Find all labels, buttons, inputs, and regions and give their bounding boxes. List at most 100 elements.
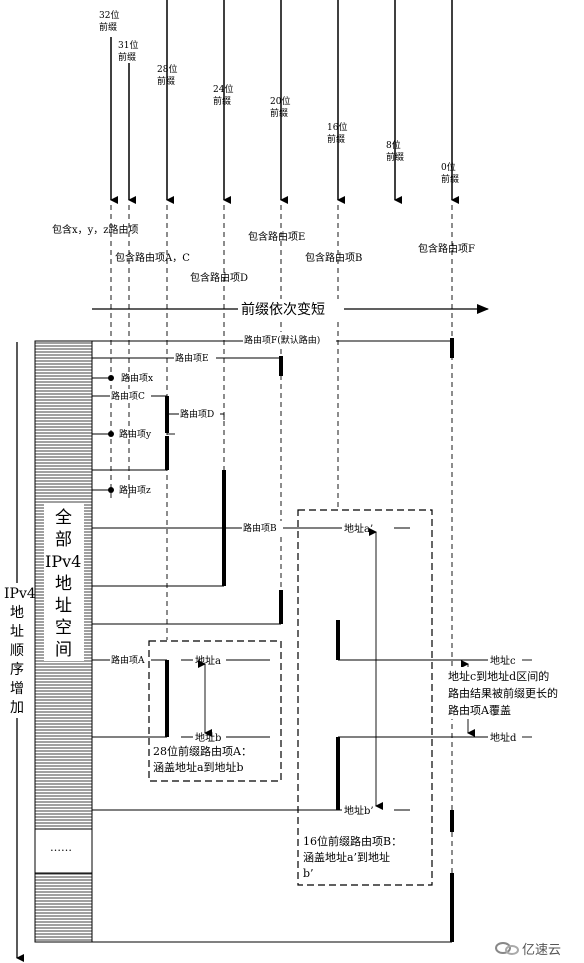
route-x-dot — [108, 375, 114, 381]
route-f-label-bg — [243, 332, 336, 346]
watermark: 亿速云 — [495, 942, 561, 958]
left-axis-char-5: 增 — [10, 681, 24, 697]
prefix-label-16-unit: 前缀 — [327, 133, 345, 145]
box-a-text-0: 28位前缀路由项A： — [153, 744, 252, 758]
left-axis-label: IPv4 地 址 顺 序 增 加 — [4, 586, 36, 716]
box-a: 地址a 地址b 28位前缀路由项A： 涵盖地址a到地址b — [148, 640, 282, 782]
route-d-label-bg — [179, 407, 220, 420]
route-f-label: 路由项F(默认路由) — [244, 334, 320, 346]
prefix-shorter-bg — [238, 299, 344, 319]
box-b-text-0: 16位前缀路由项B： — [303, 834, 402, 848]
note-cd-1: 路由结果被前缀更长的 — [448, 686, 558, 700]
route-b-label-bg — [242, 521, 283, 534]
route-e-label-bg — [174, 351, 216, 364]
address-a-prime-label: 地址a’ — [344, 522, 373, 535]
address-space-char-6: 间 — [55, 640, 72, 660]
watermark-logo-icon — [495, 942, 519, 955]
box-a-frame — [148, 640, 282, 782]
route-d-label: 路由项D — [180, 408, 214, 420]
contains-f: 包含路由项F — [418, 242, 475, 255]
prefix-label-31-bits: 31位 — [118, 39, 138, 51]
route-a-label: 路由项A — [111, 654, 145, 666]
address-space-char-4: 址 — [55, 596, 72, 616]
prefix-label-8-bits: 8位 — [386, 139, 401, 151]
prefix-label-31-unit: 前缀 — [118, 51, 136, 63]
prefix-label-28-unit: 前缀 — [157, 75, 175, 87]
address-space-label-bg — [44, 503, 84, 661]
left-axis-char-4: 序 — [10, 662, 24, 678]
route-a-label-bg — [110, 653, 151, 666]
contains-labels: 包含x，y，z路由项 包含路由项A，C 包含路由项D 包含路由项E 包含路由项B… — [52, 223, 475, 284]
address-a-label: 地址a — [195, 654, 221, 667]
address-space-char-3: 地 — [55, 574, 72, 594]
address-space-char-2: IPv4 — [45, 552, 81, 571]
address-space-char-5: 空 — [55, 618, 72, 638]
address-d-label: 地址d — [490, 731, 517, 744]
address-space-lower — [34, 872, 93, 943]
contains-xyz: 包含x，y，z路由项 — [52, 223, 139, 236]
route-d: 路由项D — [167, 407, 226, 490]
prefix-label-0-unit: 前缀 — [441, 173, 459, 185]
route-e: 路由项E — [92, 351, 283, 625]
route-f: 路由项F(默认路由) — [92, 332, 454, 943]
route-z-dot — [108, 487, 114, 493]
prefix-label-28-bits: 28位 — [157, 63, 177, 75]
address-cd: 地址c 地址d 地址c到地址d区间的 路由结果被前缀更长的 路由项A覆盖 — [338, 653, 584, 744]
box-b-text-2: b’ — [303, 867, 314, 880]
contains-e: 包含路由项E — [248, 230, 305, 243]
prefix-label-8-unit: 前缀 — [386, 151, 404, 163]
box-a-text-1: 涵盖地址a到地址b — [153, 760, 244, 774]
prefix-label-16-bits: 16位 — [327, 121, 347, 133]
prefix-label-0-bits: 0位 — [441, 161, 456, 173]
dashed-guides — [110, 205, 453, 930]
address-space: …… 全 部 IPv4 地 址 空 间 — [34, 340, 93, 943]
route-z-label: 路由项z — [119, 484, 151, 496]
left-axis-char-2: 址 — [10, 624, 24, 640]
address-b-prime-label: 地址b’ — [344, 804, 374, 817]
prefix-label-20-unit: 前缀 — [270, 107, 288, 119]
address-space-ellipsis: …… — [50, 841, 72, 854]
box-b: 地址a’ 地址b’ 16位前缀路由项B： 涵盖地址a’到地址 b’ — [297, 509, 433, 886]
box-b-frame — [297, 509, 433, 886]
note-cd-2: 路由项A覆盖 — [448, 703, 511, 717]
left-axis-label-bg — [4, 583, 32, 718]
route-b: 路由项B — [92, 490, 340, 811]
address-space-char-1: 部 — [55, 530, 72, 550]
route-e-label: 路由项E — [175, 352, 209, 364]
address-space-char-0: 全 — [55, 508, 72, 528]
box-b-text-1: 涵盖地址a’到地址 — [303, 850, 390, 864]
route-z: 路由项z — [92, 484, 151, 496]
route-y-label: 路由项y — [119, 428, 152, 440]
prefix-label-32-bits: 32位 — [99, 9, 119, 21]
watermark-text: 亿速云 — [522, 943, 561, 958]
contains-b: 包含路由项B — [305, 251, 362, 264]
note-cd-bg — [446, 667, 584, 719]
prefix-label-24-unit: 前缀 — [213, 95, 231, 107]
left-axis-char-6: 加 — [10, 700, 24, 716]
contains-ac: 包含路由项A，C — [115, 251, 190, 264]
left-axis-char-0: IPv4 — [4, 586, 36, 602]
prefix-arrows: 32位 前缀 31位 前缀 28位 前缀 24位 前缀 20位 前缀 16位 前… — [99, 0, 459, 204]
route-c: 路由项C — [92, 389, 169, 471]
prefix-shorter-label: 前缀依次变短 — [241, 301, 325, 318]
route-y: 路由项y — [92, 428, 152, 440]
route-x: 路由项x — [92, 372, 153, 384]
address-b-label: 地址b — [195, 731, 221, 744]
prefix-label-20-bits: 20位 — [270, 95, 290, 107]
contains-d: 包含路由项D — [190, 271, 248, 284]
route-x-label: 路由项x — [121, 372, 153, 384]
route-y-dot — [108, 431, 114, 437]
address-c-label: 地址c — [490, 654, 516, 667]
route-b-label: 路由项B — [243, 522, 277, 534]
note-cd-0: 地址c到地址d区间的 — [448, 669, 549, 683]
route-c-label-bg — [110, 389, 151, 402]
address-d-bg — [488, 730, 532, 743]
route-a: 路由项A — [92, 653, 169, 738]
route-c-label: 路由项C — [111, 390, 145, 402]
left-axis-char-1: 地 — [10, 605, 24, 621]
address-c-bg — [488, 653, 532, 666]
prefix-label-32-unit: 前缀 — [99, 21, 117, 33]
left-axis-char-3: 顺 — [10, 643, 24, 659]
prefix-label-24-bits: 24位 — [213, 83, 233, 95]
